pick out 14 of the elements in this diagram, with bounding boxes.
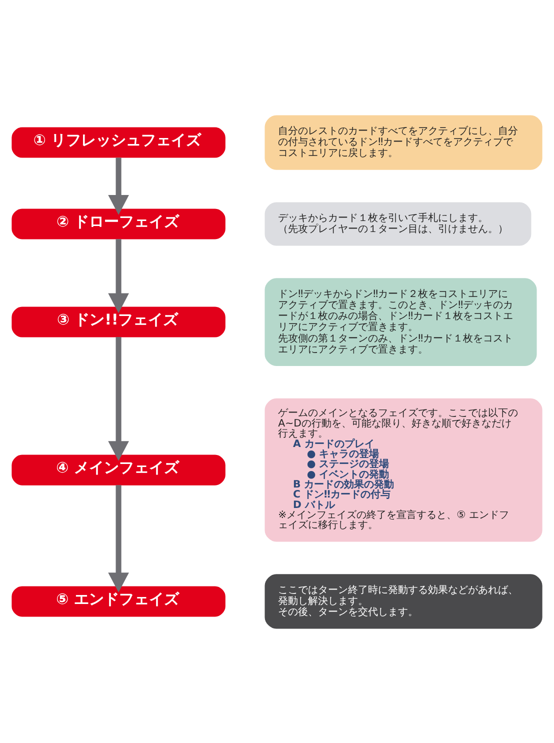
node-box: ドン‼デッキからドン‼カード２枚をコストエリアにアクティブで置きます。このとき、ドン‼デッキのカードが１枚のみの場合、ドン‼カード１枚をコストエリアにアクティブで置きます。 先攻側の第１ターンのみ、ドン‼カード１枚をコストエリアにアクティブで置きます。 bbox=[264, 278, 537, 366]
arrow bbox=[108, 484, 129, 592]
node-box: デッキからカード１枚を引いて手札にします。 （先攻プレイヤーの１ターン目は、引けません。） bbox=[264, 202, 532, 246]
node-box: 自分のレストのカードすべてをアクティブにし、自分の付与されているドン‼カードすべてをアクティブでコストエリアに戻します。 bbox=[264, 114, 542, 170]
node-box: ゲームのメインとなるフェイズです。ここでは以下のA~Dの行動を、可能な限り、好きな順で好きなだけ行えます。 A カードのプレイ ● キャラの登場 ● ステージの登場 ● イベントの発動 B カードの効果の発動 C ドン‼カードの付与 D バトル ※メインフェイズの終了を宣言すると、⑤ エンドフェイズに移行します。 bbox=[264, 398, 542, 542]
node-box: ④ メインフェイズ bbox=[12, 454, 226, 485]
arrow bbox=[108, 238, 129, 313]
arrow bbox=[108, 157, 129, 214]
node-box: ③ ドン!!フェイズ bbox=[12, 306, 226, 337]
node-box: ① リフレッシュフェイズ bbox=[12, 126, 226, 158]
node-box: ここではターン終了時に発動する効果などがあれば、発動し解決します。 その後、ターンを交代します。 bbox=[264, 574, 542, 628]
node-box: ② ドローフェイズ bbox=[12, 208, 226, 239]
arrow bbox=[108, 336, 129, 460]
node-box: ⑤ エンドフェイズ bbox=[12, 586, 226, 616]
